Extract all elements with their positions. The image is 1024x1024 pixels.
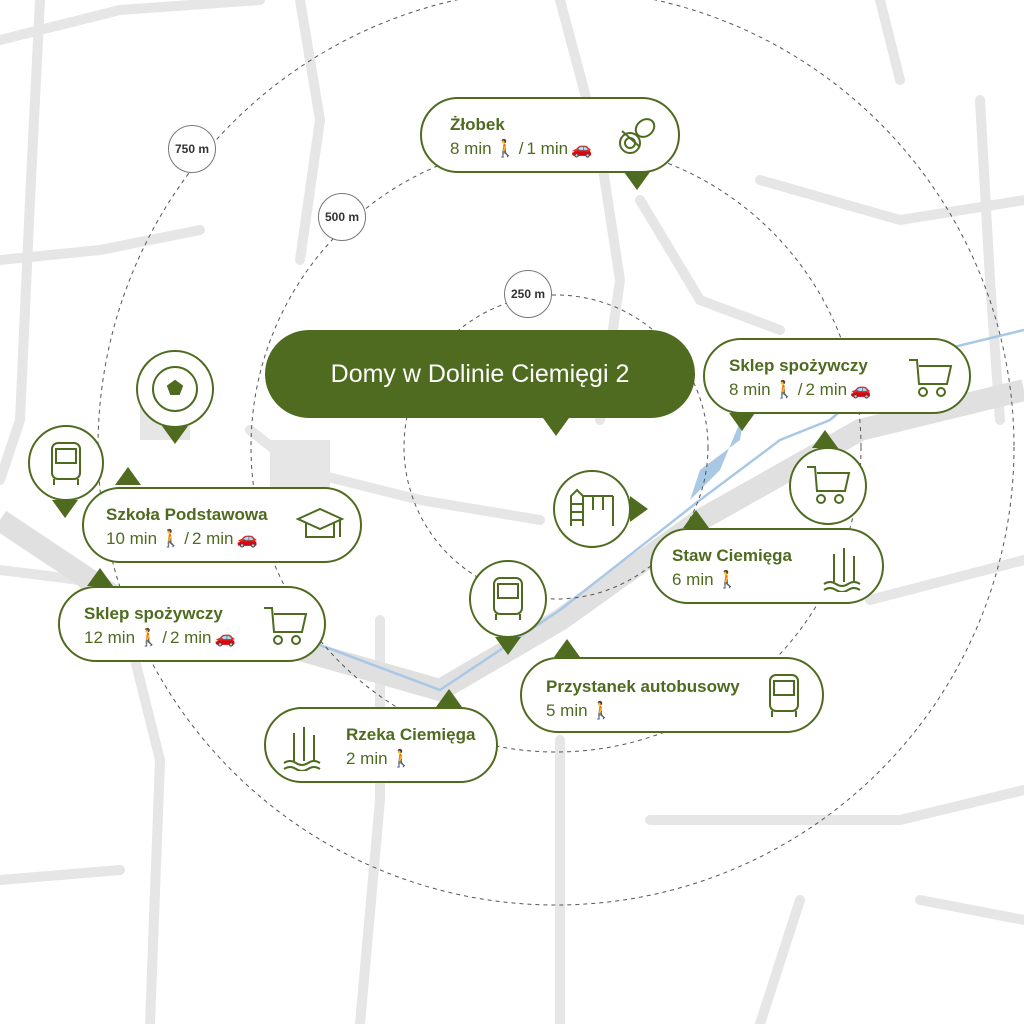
car-icon: 🚗	[236, 529, 258, 548]
separator: /	[797, 380, 803, 399]
walk-icon: 🚶	[773, 380, 795, 399]
soccer-ball-icon	[152, 366, 198, 412]
poi-title: Żłobek	[450, 115, 505, 134]
shopping-cart-icon	[807, 466, 851, 504]
walk-icon: 🚶	[590, 701, 612, 720]
poi-card-pond[interactable]: Staw Ciemięga 6 min 🚶	[650, 528, 884, 604]
walk-time: 8 min	[450, 139, 492, 158]
marker-bus-west[interactable]	[28, 425, 104, 501]
marker-bus-center[interactable]	[469, 560, 547, 638]
walk-icon: 🚶	[390, 749, 412, 768]
pacifier-icon	[619, 118, 656, 154]
walk-icon: 🚶	[494, 139, 516, 158]
marker-playground[interactable]	[553, 470, 631, 548]
distance-label-750: 750 m	[168, 125, 216, 173]
poi-travel-time: 6 min 🚶	[672, 570, 738, 590]
poi-travel-time: 10 min 🚶 / 2 min 🚗	[106, 529, 258, 549]
poi-card-river[interactable]: Rzeka Ciemięga 2 min 🚶	[264, 707, 498, 783]
poi-title: Przystanek autobusowy	[546, 677, 740, 696]
bus-icon	[493, 577, 523, 620]
separator: /	[184, 529, 189, 548]
walk-icon: 🚶	[716, 570, 738, 589]
reeds-icon	[283, 727, 321, 771]
marker-pin	[495, 637, 521, 655]
main-location-pin	[543, 418, 569, 436]
walk-time: 6 min	[672, 570, 714, 589]
walk-time: 8 min	[729, 380, 771, 399]
marker-pin	[162, 426, 188, 444]
poi-pin	[436, 689, 462, 707]
poi-card-nursery[interactable]: Żłobek 8 min 🚶 / 1 min 🚗	[420, 97, 680, 173]
walk-time: 12 min	[84, 628, 136, 647]
drive-time: 2 min	[169, 628, 212, 647]
playground-icon	[570, 488, 614, 526]
poi-pin	[115, 467, 141, 485]
poi-travel-time: 5 min 🚶	[546, 701, 612, 721]
drive-time: 2 min	[805, 380, 848, 399]
poi-title: Sklep spożywczy	[729, 356, 868, 375]
marker-soccer[interactable]	[136, 350, 214, 428]
poi-pin	[624, 172, 650, 190]
reeds-icon	[823, 548, 861, 592]
distance-label-250: 250 m	[504, 270, 552, 318]
distance-label-500: 500 m	[318, 193, 366, 241]
poi-card-grocery-east[interactable]: Sklep spożywczy 8 min 🚶 / 2 min 🚗	[703, 338, 971, 414]
walk-time: 2 min	[346, 749, 388, 768]
walk-icon: 🚶	[160, 529, 182, 548]
car-icon: 🚗	[850, 380, 872, 399]
poi-title: Sklep spożywczy	[84, 604, 223, 623]
bus-icon	[51, 442, 81, 485]
poi-travel-time: 8 min 🚶 / 1 min 🚗	[450, 139, 592, 159]
drive-time: 1 min	[526, 139, 569, 158]
marker-grocery[interactable]	[789, 447, 867, 525]
walk-time: 5 min	[546, 701, 588, 720]
marker-pin	[812, 430, 838, 448]
walk-icon: 🚶	[138, 628, 160, 647]
poi-travel-time: 8 min 🚶 / 2 min 🚗	[729, 380, 871, 400]
poi-pin	[683, 510, 709, 528]
poi-pin	[554, 639, 580, 657]
main-location-label[interactable]: Domy w Dolinie Ciemięgi 2	[265, 330, 695, 418]
poi-title: Staw Ciemięga	[672, 546, 792, 565]
poi-pin	[87, 568, 113, 586]
poi-title: Rzeka Ciemięga	[346, 725, 476, 744]
poi-travel-time: 2 min 🚶	[346, 749, 412, 769]
bus-icon	[769, 674, 799, 717]
poi-card-bus-stop[interactable]: Przystanek autobusowy 5 min 🚶	[520, 657, 824, 733]
drive-time: 2 min	[191, 529, 234, 548]
separator: /	[518, 139, 524, 158]
poi-pin	[729, 413, 755, 431]
poi-card-school[interactable]: Szkoła Podstawowa 10 min 🚶 / 2 min 🚗	[82, 487, 362, 563]
shopping-cart-icon	[264, 607, 308, 645]
separator: /	[162, 628, 167, 647]
walk-time: 10 min	[106, 529, 158, 548]
car-icon: 🚗	[571, 139, 593, 158]
poi-travel-time: 12 min 🚶 / 2 min 🚗	[84, 628, 236, 648]
marker-pin	[630, 496, 648, 522]
poi-card-grocery-west[interactable]: Sklep spożywczy 12 min 🚶 / 2 min 🚗	[58, 586, 326, 662]
main-location-text: Domy w Dolinie Ciemięgi 2	[330, 359, 630, 388]
poi-title: Szkoła Podstawowa	[106, 505, 268, 524]
shopping-cart-icon	[909, 359, 953, 397]
marker-pin	[52, 500, 78, 518]
car-icon: 🚗	[214, 628, 236, 647]
graduation-cap-icon	[296, 507, 345, 538]
